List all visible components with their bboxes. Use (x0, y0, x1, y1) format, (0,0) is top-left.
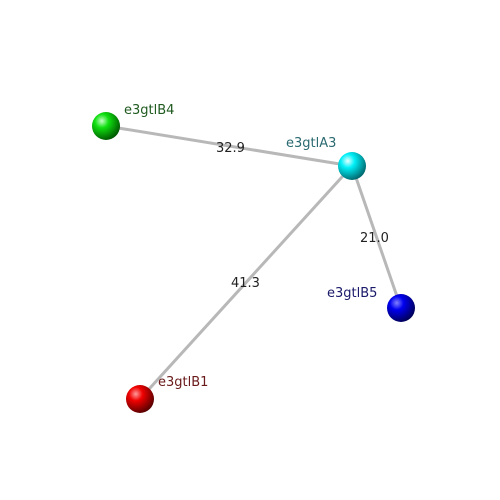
node-a3[interactable]: e3gtlA3 (286, 136, 366, 180)
edge-label-b4-a3: 32.9 (216, 141, 245, 156)
node-b1[interactable]: e3gtlB1 (126, 375, 208, 413)
edges: 32.9 21.0 41.3 (104, 124, 403, 401)
nodes: e3gtlA3 e3gtlB4 e3gtlB5 e3gtlB1 (92, 103, 415, 413)
edge-label-a3-b1: 41.3 (231, 276, 260, 291)
edge-a3-b1: 41.3 (138, 164, 354, 401)
node-label-b5: e3gtlB5 (327, 286, 377, 301)
node-sphere-b4[interactable] (92, 112, 120, 140)
node-b5[interactable]: e3gtlB5 (327, 286, 415, 322)
edge-b4-a3: 32.9 (104, 124, 354, 168)
node-sphere-a3[interactable] (338, 152, 366, 180)
edge-line-b4-a3 (104, 124, 354, 168)
edge-label-a3-b5: 21.0 (360, 231, 389, 246)
node-label-a3: e3gtlA3 (286, 136, 336, 151)
node-label-b4: e3gtlB4 (124, 103, 174, 118)
edge-line-a3-b1 (138, 164, 354, 401)
node-sphere-b5[interactable] (387, 294, 415, 322)
edge-line-a3-b5 (350, 164, 403, 310)
node-b4[interactable]: e3gtlB4 (92, 103, 174, 140)
node-sphere-b1[interactable] (126, 385, 154, 413)
edge-a3-b5: 21.0 (350, 164, 403, 310)
node-label-b1: e3gtlB1 (158, 375, 208, 390)
